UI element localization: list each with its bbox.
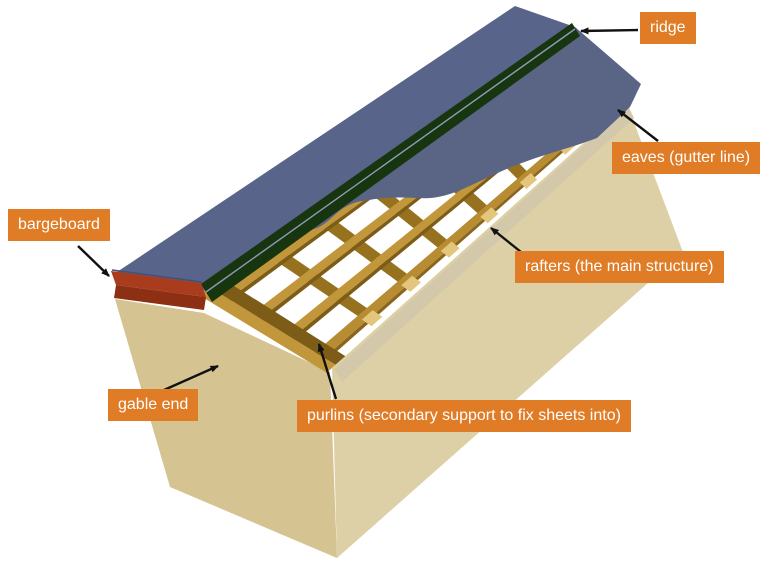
ridge-cap-line: [205, 28, 576, 293]
callout-arrows: [77, 27, 659, 400]
eaves-beam: [310, 91, 623, 363]
gable-end-wall: [115, 299, 337, 558]
verge-beam-side: [209, 278, 346, 365]
rafter: [266, 246, 374, 321]
arrow-eaves: [617, 109, 659, 142]
arrow-gable-end: [163, 364, 219, 392]
bargeboard-top: [111, 271, 206, 297]
label-ridge: ridge: [640, 12, 696, 45]
under-eaves-soffit: [334, 106, 634, 382]
roof-sheet-far-slope: [117, 6, 575, 290]
rafter-tab: [519, 173, 538, 189]
verge-beam: [197, 286, 336, 373]
label-bargeboard: bargeboard: [8, 209, 110, 242]
label-rafters: rafters (the main structure): [515, 251, 724, 284]
arrow-purlins: [317, 343, 338, 400]
rafter: [313, 212, 414, 287]
label-eaves: eaves (gutter line): [612, 142, 761, 175]
building: [111, 6, 683, 558]
arrow-bargeboard: [77, 245, 110, 277]
rafter-tab: [401, 275, 421, 292]
rafter-tab: [440, 241, 460, 258]
rafter-tab: [480, 207, 499, 224]
arrow-rafters: [490, 227, 522, 253]
front-wall: [332, 104, 683, 558]
label-gable-end: gable end: [108, 389, 199, 422]
sheet-edge-line: [111, 269, 203, 283]
label-purlins: purlins (secondary support to fix sheets…: [297, 400, 631, 433]
eaves-beam-side: [319, 97, 624, 365]
rafter-tab: [361, 310, 383, 327]
arrow-ridge: [580, 27, 639, 35]
bargeboard-front: [114, 285, 206, 310]
